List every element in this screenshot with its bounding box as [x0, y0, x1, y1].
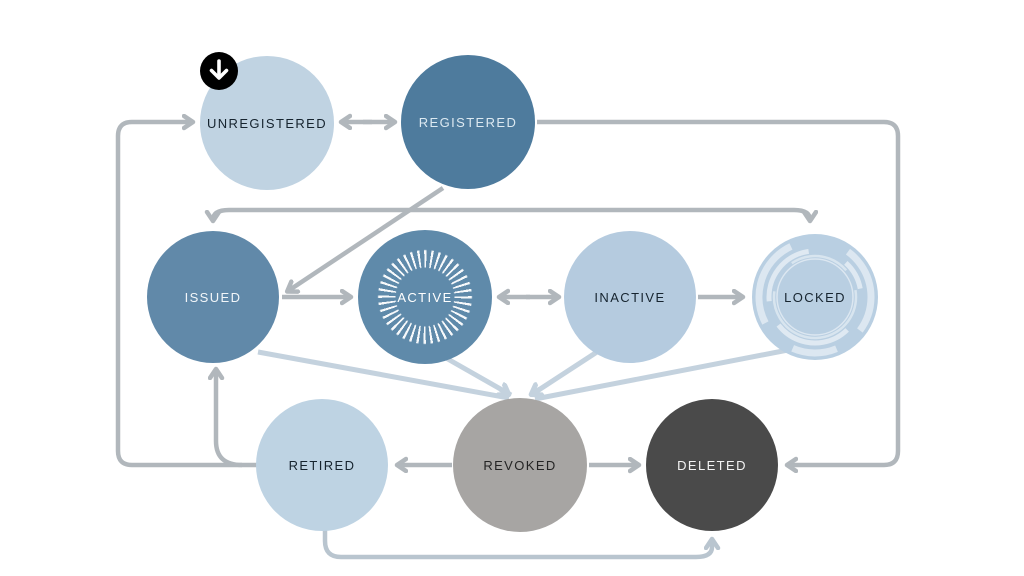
edge-retired-to-deleted: [322, 528, 712, 560]
node-label: REVOKED: [483, 457, 557, 473]
node-inactive: INACTIVE: [564, 231, 696, 363]
node-active: ACTIVE: [349, 221, 501, 373]
node-label: ACTIVE: [397, 289, 453, 305]
edge-registered-to-issued: [288, 186, 445, 291]
node-label: UNREGISTERED: [206, 115, 328, 131]
download-badge: [200, 52, 238, 90]
node-label: LOCKED: [784, 289, 846, 305]
node-label: DELETED: [677, 457, 747, 473]
node-registered: REGISTERED: [401, 55, 535, 189]
edge-retired-to-unregistered: [115, 122, 260, 468]
edge-retired-to-issued: [216, 370, 243, 468]
edge-rail-to-locked: [500, 207, 810, 220]
edge-issued-to-revoked: [257, 349, 510, 401]
edge-registered-to-deleted: [537, 119, 901, 465]
node-locked: LOCKED: [752, 234, 878, 360]
edge-rail-to-issued: [213, 207, 500, 220]
edge-locked-to-revoked: [534, 347, 789, 402]
node-label: INACTIVE: [594, 289, 666, 305]
node-revoked: REVOKED: [453, 398, 587, 532]
node-label: RETIRED: [288, 457, 356, 473]
arrow-down-icon: [209, 59, 229, 80]
node-unregistered: UNREGISTERED: [200, 56, 334, 190]
node-label: ISSUED: [184, 289, 242, 305]
node-issued: ISSUED: [147, 231, 279, 363]
arrowhead-into-revoked-right: [532, 389, 540, 394]
arrowhead-into-revoked-left: [500, 389, 508, 394]
node-retired: RETIRED: [256, 399, 388, 531]
broken-arc-rings: [755, 237, 875, 357]
node-label: REGISTERED: [418, 114, 518, 130]
node-deleted: DELETED: [646, 399, 778, 531]
